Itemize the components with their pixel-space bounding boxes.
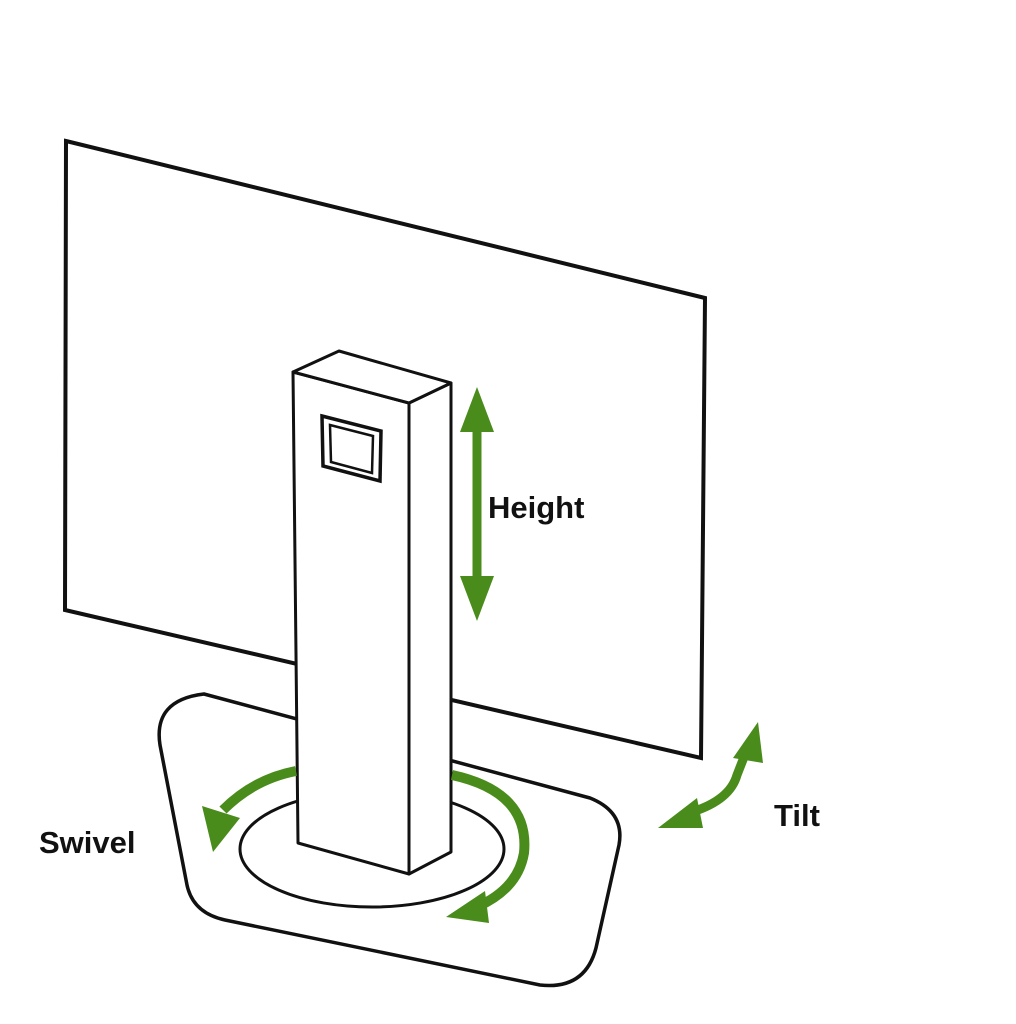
stand-column-top: [291, 349, 453, 405]
tilt-arrow: [658, 722, 763, 828]
swivel-arrow-right: [446, 770, 530, 923]
swivel-arrow-left: [202, 766, 297, 852]
height-label: Height: [488, 490, 584, 525]
cable-hole-inner: [328, 423, 375, 475]
height-arrow: [460, 387, 494, 621]
stand-column-side: [407, 381, 453, 876]
swivel-label: Swivel: [39, 825, 136, 860]
tilt-label: Tilt: [774, 798, 820, 833]
